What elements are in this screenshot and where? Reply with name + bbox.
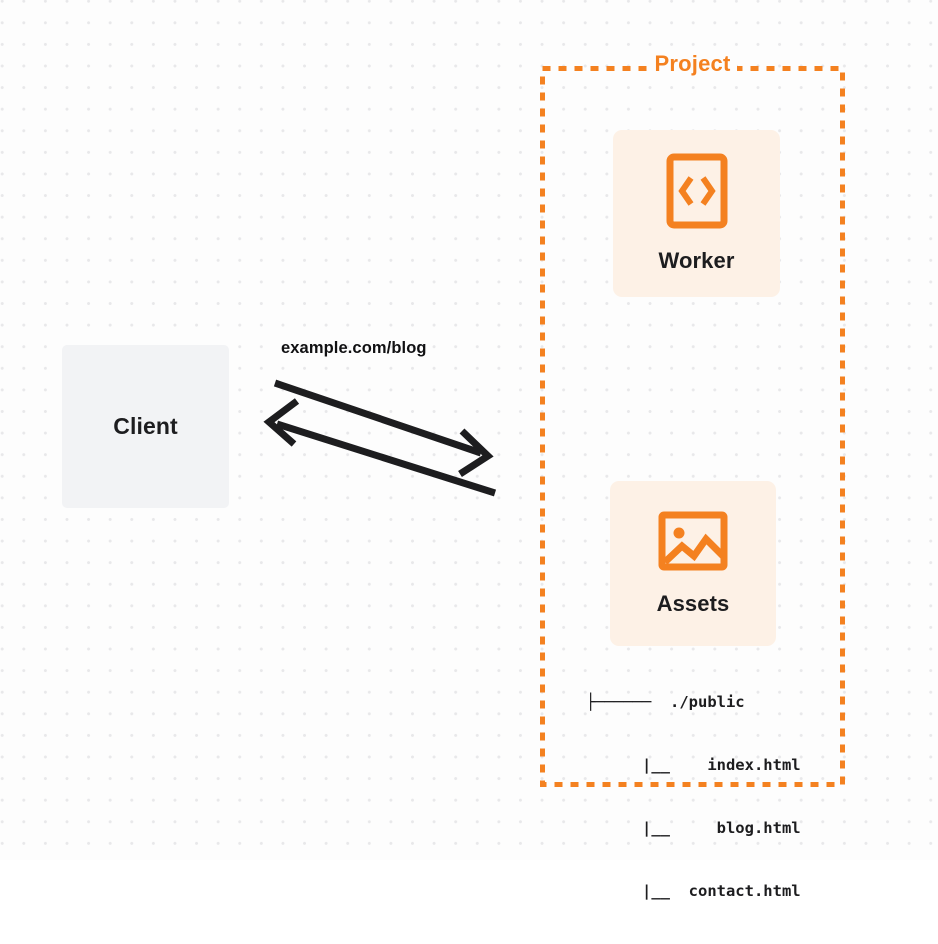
file-tree-line: |__ blog.html <box>586 819 801 837</box>
file-tree-line: ├────── ./public <box>586 693 745 711</box>
assets-file-tree: ├────── ./public |__ index.html |__ blog… <box>586 650 801 944</box>
assets-node[interactable]: Assets <box>610 481 776 646</box>
file-tree-line: |__ index.html <box>586 756 801 774</box>
project-group-title: Project <box>647 51 738 77</box>
client-node[interactable]: Client <box>62 345 229 508</box>
diagram-canvas: Client example.com/blog Project <box>0 0 938 900</box>
image-icon <box>658 510 728 577</box>
assets-node-label: Assets <box>656 591 730 616</box>
client-node-label: Client <box>113 413 178 439</box>
worker-node-label: Worker <box>658 248 735 273</box>
request-arrow <box>273 379 494 477</box>
worker-node[interactable]: Worker <box>613 130 780 297</box>
edge-label-request-url: example.com/blog <box>281 339 427 357</box>
project-group[interactable]: Project Worker Assets <box>540 51 845 900</box>
code-document-icon <box>666 153 728 234</box>
file-tree-line: |__ contact.html <box>586 882 801 900</box>
response-arrow <box>263 398 497 497</box>
